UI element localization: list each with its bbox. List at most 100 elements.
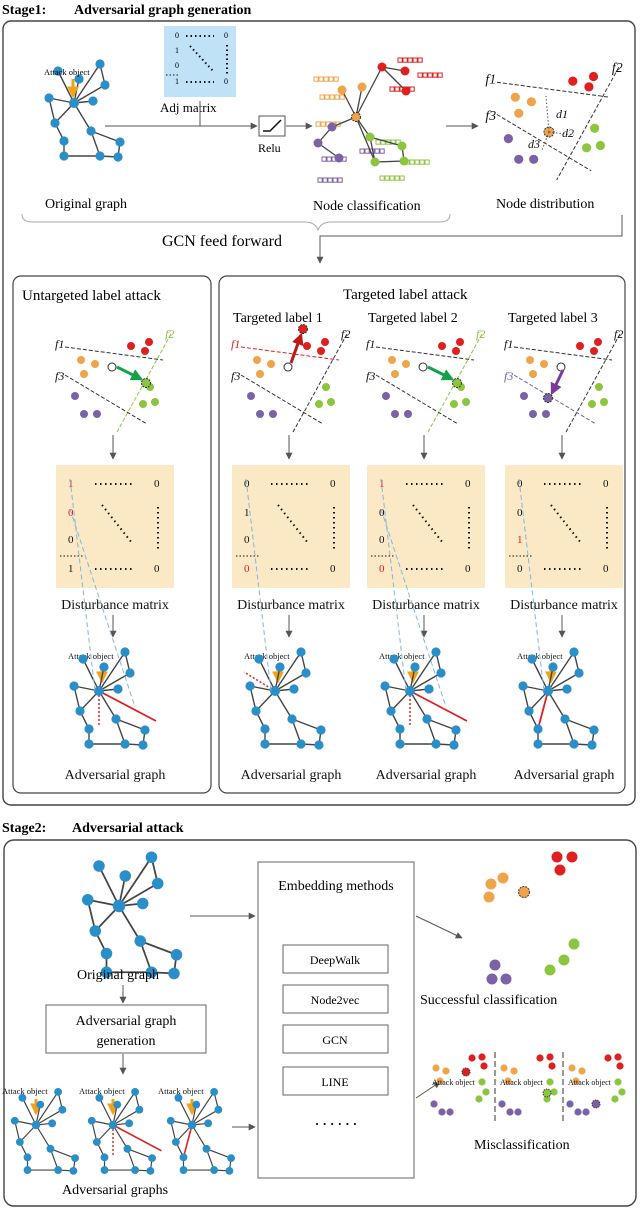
class-node xyxy=(614,1078,622,1086)
graph-node xyxy=(111,714,121,724)
graph-node xyxy=(46,1144,55,1153)
adj-row-0: 0 xyxy=(175,31,179,40)
move-arrow-icon xyxy=(116,365,144,381)
graph-node xyxy=(245,681,255,691)
feature-cell xyxy=(389,175,395,181)
feature-cell xyxy=(417,57,423,63)
class-node xyxy=(526,97,537,107)
graph-node xyxy=(202,1144,211,1153)
graph-node xyxy=(192,1100,201,1109)
boundary-line xyxy=(496,81,610,98)
graph-node xyxy=(59,136,69,146)
target-node xyxy=(107,362,117,372)
feature-cell xyxy=(313,76,319,82)
class-node xyxy=(503,134,513,144)
feature-cell xyxy=(427,72,433,78)
d1-label: d1 xyxy=(556,107,568,121)
graph-node xyxy=(135,1105,144,1114)
adversarial-graph-label: Adversarial graph xyxy=(241,768,342,783)
graph-node xyxy=(108,1120,118,1130)
matrix-cell: 0 xyxy=(154,478,160,490)
adj-row-2: 0 xyxy=(175,61,179,70)
feature-cell xyxy=(318,76,324,82)
feature-cell xyxy=(359,148,365,154)
target-node xyxy=(556,362,566,372)
misclassification-plot-0: Attack object xyxy=(430,1052,496,1122)
disturbance-matrix xyxy=(505,465,623,588)
class-node xyxy=(269,410,277,418)
graph-node xyxy=(94,686,104,696)
graph-edge xyxy=(118,905,141,942)
graph-node xyxy=(543,686,553,696)
graph-edge xyxy=(341,89,357,118)
graph-node xyxy=(204,1119,213,1128)
added-edge xyxy=(182,1124,193,1158)
method-label-1: Node2vec xyxy=(311,993,360,1007)
graph-node xyxy=(93,860,105,872)
graph-edge xyxy=(98,672,131,692)
class-node xyxy=(500,1064,508,1072)
feature-cell xyxy=(417,72,423,78)
class-node xyxy=(71,392,79,400)
adv-generation-line2: generation xyxy=(96,1034,155,1049)
move-arrow-icon xyxy=(427,365,455,381)
class-node xyxy=(543,1095,551,1103)
graph-node xyxy=(50,118,60,128)
class-node xyxy=(452,347,460,355)
f2-label: f2 xyxy=(614,327,623,341)
graph-node xyxy=(386,706,396,716)
graph-edge xyxy=(274,690,293,720)
graph-edge xyxy=(112,1109,140,1126)
graph-node xyxy=(214,1105,223,1114)
adversarial-graph-shape xyxy=(69,647,157,750)
graph-edge xyxy=(426,718,457,731)
methods-ellipsis: · · · · · · xyxy=(315,1116,357,1131)
graph-node xyxy=(113,152,123,162)
graph-node xyxy=(100,966,113,978)
graph-node xyxy=(399,156,409,166)
guide-line xyxy=(245,478,272,692)
matrix-cell: 1 xyxy=(517,534,523,546)
graph-node xyxy=(113,1100,122,1109)
moved-node xyxy=(298,324,308,334)
feature-cell xyxy=(412,57,418,63)
class-node xyxy=(462,398,470,406)
original-graph-shape xyxy=(44,59,125,162)
graph-node xyxy=(125,668,135,678)
class-node xyxy=(510,1067,518,1075)
class-node xyxy=(402,360,410,368)
graph-node xyxy=(170,949,183,961)
original-graph-label: Original graph xyxy=(45,197,127,212)
adversarial-graph-label: Adversarial graph xyxy=(65,768,166,783)
class-node xyxy=(576,342,584,350)
graph-node xyxy=(380,681,390,691)
class-node xyxy=(611,1095,619,1103)
class-node xyxy=(456,338,464,346)
boundary-line xyxy=(513,374,597,425)
feature-cell xyxy=(321,156,327,162)
class-node xyxy=(322,383,330,391)
graph-node xyxy=(131,1166,140,1174)
graph-node xyxy=(88,96,98,106)
stage2-title: Stage2: xyxy=(2,821,46,836)
graph-node xyxy=(95,59,105,69)
f3-label: f3 xyxy=(55,369,64,383)
graph-node xyxy=(560,714,570,724)
matrix-cell: 1 xyxy=(379,478,385,490)
graph-node xyxy=(569,647,579,657)
graph-node xyxy=(99,662,109,672)
class-node xyxy=(267,360,275,368)
misclassification-plot-1: Attack object xyxy=(498,1052,564,1122)
graph-node xyxy=(289,684,299,694)
embedding-title: Embedding methods xyxy=(278,879,394,894)
graph-node xyxy=(92,1138,101,1146)
matrix-dots xyxy=(412,504,444,544)
graph-node xyxy=(168,967,180,980)
graph-node xyxy=(251,706,261,716)
class-node xyxy=(432,1064,440,1072)
matrix-cell: 0 xyxy=(154,563,160,575)
class-node xyxy=(247,392,255,400)
matrix-cell: 0 xyxy=(68,534,74,546)
class-node xyxy=(584,82,594,92)
class-node xyxy=(588,71,599,82)
